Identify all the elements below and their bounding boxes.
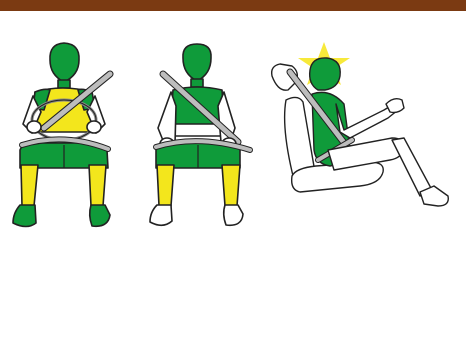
seated-driver-front-icon [13, 43, 110, 227]
seated-passenger-front-icon [150, 44, 250, 225]
seated-occupant-side-icon [272, 42, 449, 206]
